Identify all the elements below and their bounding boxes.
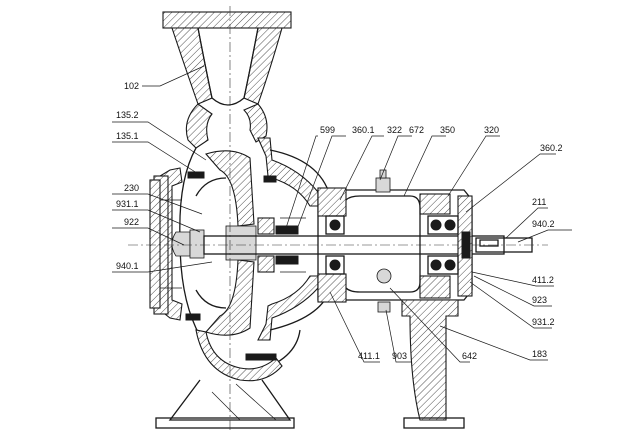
callout-322: 322 <box>387 125 402 135</box>
bearings <box>325 215 459 275</box>
mechanical-seal <box>257 217 306 273</box>
support-foot <box>401 299 465 429</box>
leader-lines <box>112 65 572 363</box>
impeller <box>195 150 257 336</box>
bearing-bracket <box>317 187 473 303</box>
callout-135-2: 135.2 <box>116 110 139 120</box>
impeller-nut <box>171 229 205 259</box>
callout-903: 903 <box>392 351 407 361</box>
callout-940-1: 940.1 <box>116 261 139 271</box>
casing-foot <box>155 379 295 429</box>
callout-350: 350 <box>440 125 455 135</box>
vent-plug <box>375 169 392 313</box>
callout-922: 922 <box>124 217 139 227</box>
callout-672: 672 <box>409 125 424 135</box>
bolts <box>185 171 471 361</box>
callout-211: 211 <box>532 197 546 207</box>
callout-230: 230 <box>124 183 139 193</box>
callout-360-1: 360.1 <box>352 125 375 135</box>
callout-183: 183 <box>532 349 547 359</box>
callout-411-2: 411.2 <box>532 275 554 285</box>
callout-940-2: 940.2 <box>532 219 555 229</box>
shaft <box>128 235 548 255</box>
callout-320: 320 <box>484 125 499 135</box>
callout-135-1: 135.1 <box>116 131 139 141</box>
casing-cover <box>257 137 331 341</box>
discharge-nozzle <box>162 11 292 106</box>
callout-411-1: 411.1 <box>358 351 380 361</box>
callout-102: 102 <box>124 81 139 91</box>
callout-360-2: 360.2 <box>540 143 563 153</box>
callout-642: 642 <box>462 351 477 361</box>
callout-931-2: 931.2 <box>532 317 555 327</box>
callout-599: 599 <box>320 125 335 135</box>
callout-923: 923 <box>532 295 547 305</box>
callout-931-1: 931.1 <box>116 199 139 209</box>
